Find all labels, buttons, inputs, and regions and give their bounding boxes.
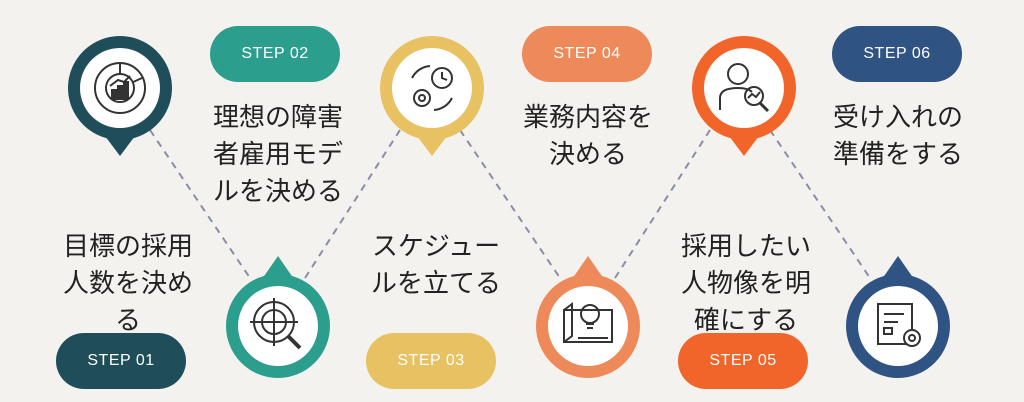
step-3-pin <box>380 36 484 156</box>
step-4-text: 業務内容を 決める <box>522 103 653 170</box>
person-analysis-icon <box>719 63 770 113</box>
step-2-text: 理想の障害 者雇用モデ ルを決める <box>212 103 343 207</box>
step-6-text: 受け入れの 準備をする <box>832 103 963 170</box>
connector-1-2 <box>149 129 251 279</box>
step-3-label: STEP 03 <box>366 333 496 389</box>
step-5-pin <box>692 36 796 156</box>
step-4-pin <box>536 256 640 378</box>
schedule-cycle-icon <box>411 65 453 111</box>
connector-5-6 <box>769 129 871 279</box>
document-gear-icon <box>877 303 921 347</box>
step-1-label: STEP 01 <box>56 333 186 389</box>
connector-2-3 <box>304 129 401 279</box>
step-5-label: STEP 05 <box>678 333 808 389</box>
step-2-label: STEP 02 <box>210 26 340 82</box>
target-search-icon <box>250 298 302 350</box>
blueprint-idea-icon <box>563 302 613 343</box>
step-4-label: STEP 04 <box>522 26 652 82</box>
step-1-text: 目標の採用 人数を決め る <box>62 232 193 336</box>
step-5-text: 採用したい 人物像を明 確にする <box>680 232 811 336</box>
connector-3-4 <box>459 129 561 279</box>
connector-4-5 <box>614 129 711 279</box>
pie-chart-icon <box>94 62 146 114</box>
step-3-text: スケジュー ルを立てる <box>370 232 501 299</box>
step-2-pin <box>226 256 330 378</box>
step-6-pin <box>846 256 950 378</box>
step-6-label: STEP 06 <box>832 26 962 82</box>
step-1-pin <box>67 36 172 156</box>
